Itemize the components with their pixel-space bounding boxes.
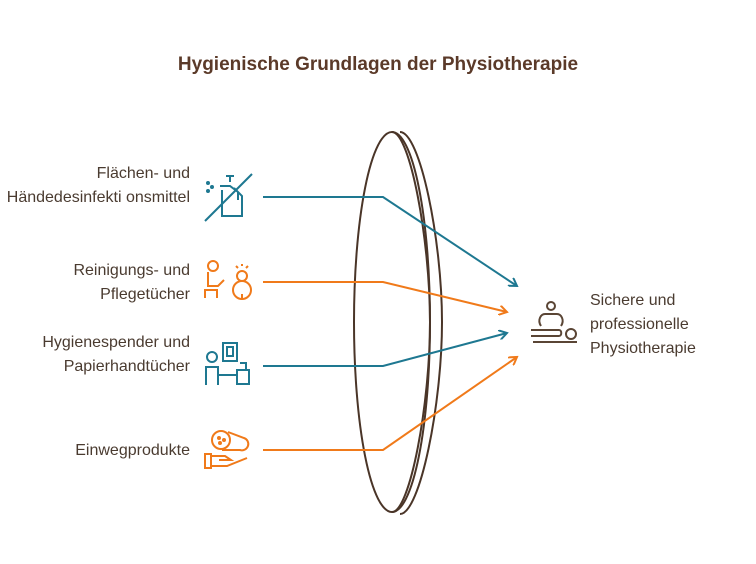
connector-1 [263,196,517,286]
dispenser-icon [205,342,250,385]
input-label-4: Einwegprodukte [75,442,190,459]
connector-4 [263,357,517,451]
caregiver-icon [204,260,253,300]
massage-therapy-icon [531,301,577,343]
lens [353,131,444,515]
connector-2 [263,281,507,312]
input-label-3: Hygienespender und Papierhandtücher [42,334,190,375]
input-label-2: Reinigungs- und Pflegetücher [73,262,190,303]
input-label-1: Flächen- und Händedesinfekti onsmittel [6,165,190,206]
diagram-title: Hygienische Grundlagen der Physiotherapi… [177,54,579,75]
connector-3 [263,333,507,367]
hand-with-item-icon [204,430,250,469]
output-label: Sichere und professionelle Physiotherapi… [590,292,696,357]
disinfectant-spray-icon [204,173,253,222]
